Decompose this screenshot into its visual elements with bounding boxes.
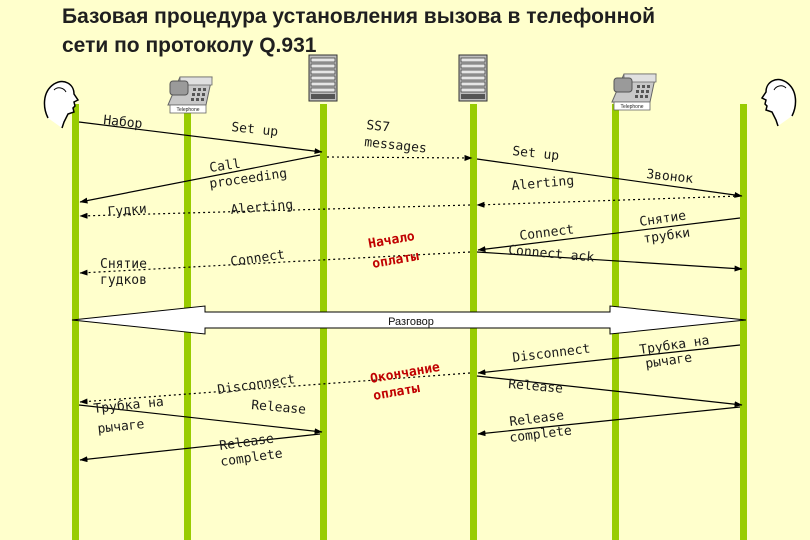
lifeline-caller — [72, 104, 79, 540]
arrow-release-right — [476, 375, 743, 408]
label-call-proceeding-1: Call — [208, 157, 241, 176]
label-ss7-2: messages — [364, 135, 428, 156]
label-setup-left: Set up — [231, 120, 279, 140]
arrow-disconnect-left — [79, 372, 471, 405]
right-party-labels: Звонок Снятие трубки Трубка на рычаге — [638, 167, 710, 372]
arrow-connect-right — [477, 217, 741, 253]
conversation-arrow: Разговор — [71, 305, 747, 335]
telephone-icon: Telephone — [611, 73, 657, 111]
label-tones: Гудки — [107, 202, 147, 220]
label-alerting-right: Alerting — [511, 174, 575, 194]
label-offhook-1: Снятие — [638, 209, 687, 230]
arrow-ss7 — [326, 154, 473, 161]
person-head-icon — [760, 78, 797, 127]
label-connect-ack: Connect ack — [508, 243, 595, 265]
label-billing-start-1: Начало — [367, 229, 416, 252]
arrow-disconnect-right — [477, 344, 741, 376]
arrow-alerting-right — [476, 195, 741, 208]
label-billing-start-2: оплаты — [371, 249, 420, 272]
message-arrows — [78, 121, 743, 463]
label-dial: Набор — [103, 113, 144, 132]
label-hangup-left-1: Трубка на — [93, 395, 165, 417]
label-release-complete-right-1: Release — [509, 408, 565, 430]
label-tones-off-2: гудков — [100, 273, 147, 288]
label-hangup-left-2: рычаге — [97, 417, 145, 437]
label-connect-right: Connect — [519, 222, 575, 244]
label-ss7-1: SS7 — [366, 118, 391, 135]
arrow-alerting-left — [79, 204, 471, 219]
message-labels: Set up Call proceeding Alerting Connect … — [208, 118, 594, 470]
arrow-release-complete-left — [79, 433, 321, 463]
label-disconnect-left: Disconnect — [216, 372, 296, 398]
title-line-2: сети по протоколу Q.931 — [62, 34, 317, 57]
label-connect-left: Connect — [229, 247, 285, 269]
telephone-icon: Telephone — [167, 76, 213, 114]
phone-brand-label: Telephone — [620, 104, 643, 110]
label-setup-right: Set up — [512, 144, 560, 164]
label-hangup-right-2: рычаге — [644, 351, 693, 372]
arrow-connect-left — [79, 251, 471, 276]
arrow-connect-ack — [476, 251, 743, 272]
label-release-left: Release — [251, 398, 307, 418]
label-ring: Звонок — [646, 167, 694, 187]
arrow-setup-right — [476, 158, 743, 198]
lifeline-callee — [740, 104, 747, 540]
label-offhook-2: трубки — [642, 226, 691, 247]
conversation-label: Разговор — [388, 316, 434, 328]
arrow-call-proceeding — [79, 154, 321, 204]
label-alerting-left: Alerting — [230, 198, 294, 218]
arrow-release-complete-right — [477, 406, 741, 437]
person-head-icon — [43, 80, 80, 129]
title-line-1: Базовая процедура установления вызова в … — [62, 5, 656, 28]
arrow-release-left — [78, 404, 323, 435]
arrow-setup-left — [78, 121, 323, 155]
phone-brand-label: Telephone — [176, 107, 199, 113]
slide-title: Базовая процедура установления вызова в … — [62, 2, 792, 60]
left-party-labels: Набор Гудки Снятие гудков Трубка на рыча… — [93, 113, 165, 437]
label-release-right: Release — [508, 377, 564, 397]
label-tones-off-1: Снятие — [100, 257, 147, 272]
server-rack-icon — [458, 54, 488, 102]
server-rack-icon — [308, 54, 338, 102]
